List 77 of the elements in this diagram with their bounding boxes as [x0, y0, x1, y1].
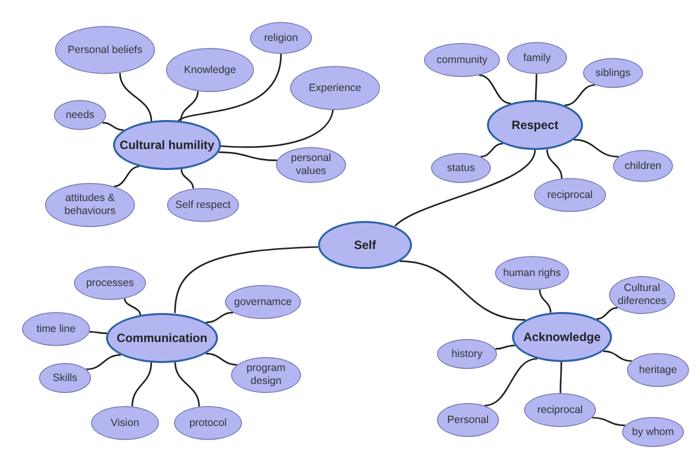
topic-label: Skills [52, 372, 78, 384]
topic-ellipse [613, 150, 673, 182]
connector-line [90, 331, 107, 334]
connector-line [400, 260, 526, 321]
topic-label: Vision [110, 416, 140, 430]
connector-line [174, 362, 200, 407]
connector-line [114, 166, 140, 188]
topic-label: attitudes & behaviours [63, 192, 117, 218]
connector-line [564, 84, 596, 106]
connector-line [546, 149, 563, 179]
connector-line [480, 142, 504, 158]
topic-label: Self [354, 238, 376, 252]
topic-label: Knowledge [184, 64, 236, 76]
connector-line [596, 307, 618, 320]
topic-ellipse [583, 58, 643, 88]
connector-line [478, 74, 511, 104]
topic-label: community [436, 54, 488, 66]
connector-line [180, 169, 194, 189]
topic-ellipse [39, 363, 91, 393]
connector-line [534, 74, 538, 100]
topic-label: by whom [632, 426, 674, 438]
connector-line [206, 352, 238, 366]
topic-label: siblings [595, 66, 631, 80]
topic-label: reciprocal [547, 188, 593, 202]
topic-label: time line [36, 322, 76, 336]
topic-ellipse [225, 285, 301, 319]
topic-label: status [446, 162, 475, 174]
connector-line [218, 151, 278, 162]
topic-label: human righs [503, 266, 561, 280]
topic-label: Personal [447, 414, 489, 426]
topic-label: reciprocal [537, 404, 583, 416]
topic-label: Self respect [175, 198, 231, 212]
connector-line [124, 298, 142, 316]
topic-ellipse [54, 100, 106, 130]
topic-label: Respect [512, 118, 558, 132]
connector-line [220, 110, 334, 148]
topic-label: governamce [234, 296, 292, 308]
connector-line [180, 91, 199, 121]
connector-line [174, 246, 318, 314]
topic-ellipse [431, 153, 491, 183]
connector-line [131, 362, 152, 406]
topic-ellipse [627, 353, 689, 387]
topic-label: children [624, 160, 662, 172]
topic-label: processes [86, 276, 134, 290]
connector-line [119, 72, 152, 122]
topic-label: Experience [308, 82, 362, 94]
topic-label: religion [264, 32, 298, 44]
connector-line [86, 354, 121, 370]
topic-label: Cultural humility [120, 138, 214, 152]
topic-ellipse [609, 276, 675, 314]
topic-ellipse [524, 393, 596, 427]
connector-line [484, 358, 538, 406]
connector-line [206, 312, 234, 324]
topic-label: program design [245, 362, 287, 388]
topic-label: needs [66, 108, 94, 122]
topic-label: Acknowledge [523, 330, 601, 344]
connector-line [102, 122, 124, 131]
connector-line [495, 344, 515, 350]
central-topic-ellipse [106, 313, 218, 363]
topic-label: protocol [189, 416, 227, 430]
topic-label: personal values [290, 152, 332, 178]
connector-line [539, 290, 552, 313]
connector-line [560, 362, 562, 393]
topic-ellipse [231, 357, 301, 393]
connector-line [574, 138, 619, 158]
connector-line [592, 416, 626, 426]
topic-label: heritage [639, 364, 677, 376]
connector-line [394, 150, 536, 227]
connector-line [178, 54, 282, 122]
topic-label: Personal beliefs [68, 44, 142, 56]
topic-ellipse [622, 417, 684, 447]
topic-label: Communication [116, 330, 208, 346]
topic-label: Cultural diferences [616, 282, 668, 308]
topic-label: family [523, 52, 551, 64]
connector-line [603, 350, 632, 362]
topic-label: history [452, 348, 482, 360]
central-topic-ellipse [512, 312, 612, 362]
